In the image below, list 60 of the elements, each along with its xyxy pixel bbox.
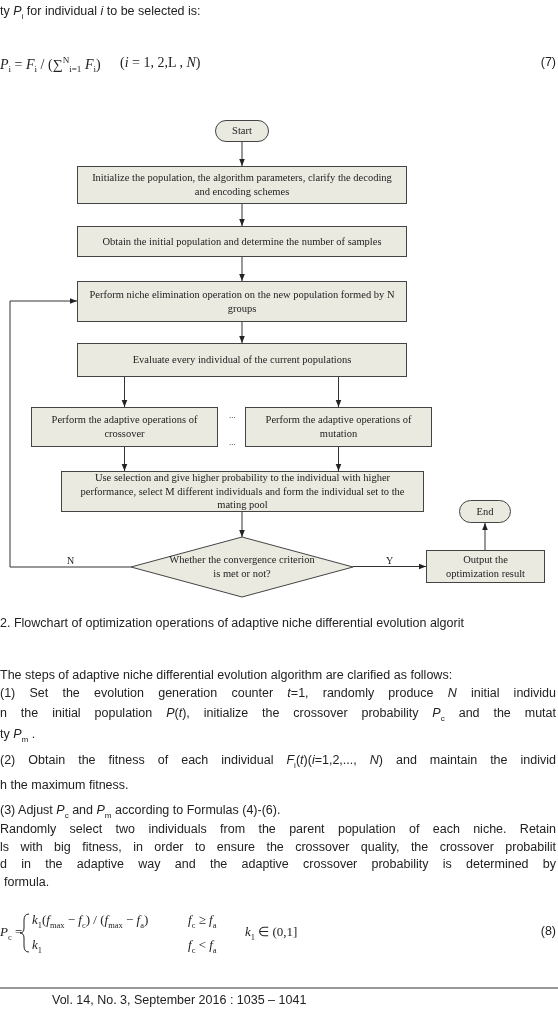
node-text: Start <box>232 124 252 138</box>
formula-text: (i = 1, 2,L , N) <box>120 55 201 72</box>
formula-text: k$_{1}$ ∈ (0,1] <box>245 924 298 942</box>
body-text: ty P$_{i}$ for individual i to be selected is: <box>0 4 201 22</box>
process-box <box>77 343 407 377</box>
formula-text: k$_{1}$(f$_{max}$ − f$_{c}$) / (f$_{max}$ − f$_{a}$) <box>32 912 149 930</box>
node-text: Obtain the initial population and determine the number of samples <box>102 234 382 249</box>
arrow <box>335 376 342 408</box>
node-text: Output the optimization result <box>445 552 526 581</box>
terminal-box <box>459 500 511 523</box>
body-text: n the initial population P(t), initialize the crossover probability P$_{c}$ and the mutat <box>0 706 556 724</box>
node-text: Perform the adaptive operations of mutation <box>264 413 413 441</box>
node-text: Initialize the population, the algorithm parameters, clarify the decoding and encoding schemes <box>91 171 393 199</box>
body-text: ls with big fitness, in order to ensure the crossover quality, the crossover probabilit <box>0 840 556 855</box>
process-box <box>31 407 218 447</box>
body-text: d in the adaptive way and the adaptive crossover probability is determined by <box>0 857 556 872</box>
node-text: Whether the convergence criterion is met or not? <box>169 553 315 581</box>
equation-number: (8) <box>540 924 556 939</box>
arrow <box>121 376 128 408</box>
body-text: Randomly select two individuals from the parent population of each niche. Retain <box>0 822 556 837</box>
formula-text: f$_{c}$ ≥ f$_{a}$ <box>188 912 217 930</box>
body-text: formula. <box>4 875 50 890</box>
equation-number: (7) <box>540 55 556 70</box>
arrow <box>239 511 245 538</box>
process-box <box>77 281 407 322</box>
body-text: h the maximum fitness. <box>0 778 129 793</box>
body-text: ty P$_{m}$ . <box>0 727 36 745</box>
body-text: (2) Obtain the fitness of each individual F$_{i}$(t)(i=1,2,..., N) and maintain the individ <box>0 753 556 771</box>
process-box <box>77 166 407 204</box>
arrow <box>239 203 245 227</box>
arrow <box>121 446 128 472</box>
arrow <box>239 141 245 167</box>
arrow <box>482 522 488 551</box>
edge-label: N <box>64 555 77 566</box>
terminal-box <box>215 120 269 142</box>
process-box <box>77 226 407 257</box>
edge-label: Y <box>383 554 396 566</box>
ellipsis: ... <box>229 410 236 421</box>
arrow <box>239 321 245 344</box>
formula-text: f$_{c}$ < f$_{a}$ <box>188 937 217 955</box>
body-text: The steps of adaptive niche differential evolution algorithm are clarified as follows: <box>0 668 453 683</box>
formula-text: P$_{i}$ = F$_{i}$ / (∑$^{N}$$_{i=1}$ F$_{i}$) <box>0 55 101 76</box>
figure-caption: 2. Flowchart of optimization operations of adaptive niche differential evolution algorit <box>0 616 464 630</box>
process-box <box>245 407 432 447</box>
process-box <box>426 550 545 583</box>
node-text: End <box>476 504 494 519</box>
node-text: Evaluate every individual of the current populations <box>132 353 352 367</box>
node-text: Perform niche elimination operation on the new population formed by N groups <box>88 287 396 316</box>
body-text: (1) Set the evolution generation counter t=1, randomly produce N initial individu <box>0 686 556 701</box>
arrow <box>352 563 427 570</box>
node-text: Perform the adaptive operations of crossover <box>50 413 199 441</box>
body-text: (3) Adjust P$_{c}$ and P$_{m}$ according to Formulas (4)-(6). <box>0 803 281 821</box>
arrow <box>9 298 132 568</box>
formula-text: P$_{c}$ = <box>0 924 23 942</box>
formula-text: k$_{1}$ <box>32 937 42 955</box>
node-text: Use selection and give higher probability to the individual with higher performance, select M different individuals and form the individual set to the mating pool <box>79 471 406 512</box>
page-footer: Vol. 14, No. 3, September 2016 : 1035 – 1041 <box>52 993 307 1008</box>
ellipsis: ... <box>229 437 236 448</box>
arrow <box>335 446 342 472</box>
arrow <box>239 256 245 282</box>
